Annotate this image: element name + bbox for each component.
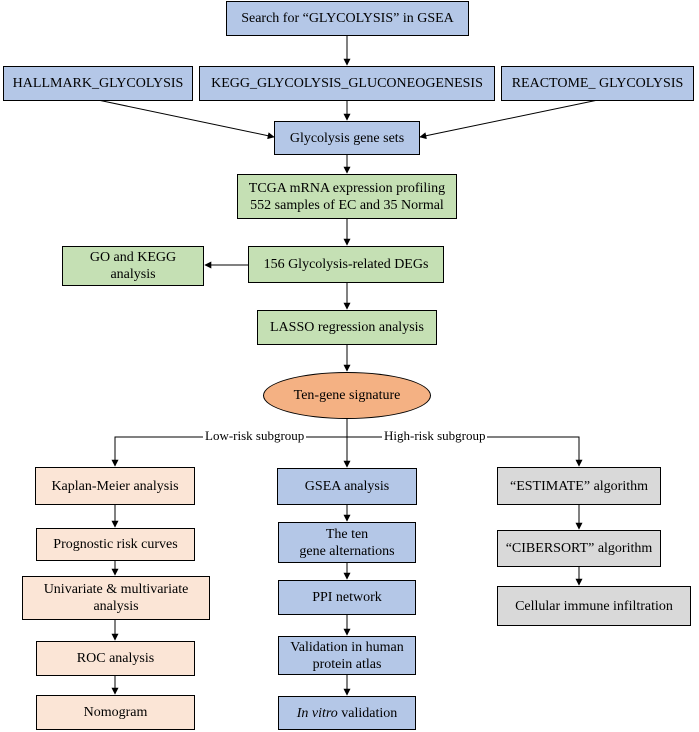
nomo-node: Nomogram <box>36 695 195 730</box>
ppi-node-label: PPI network <box>312 590 382 605</box>
genesets-node: Glycolysis gene sets <box>274 121 420 155</box>
kegg-node-label: KEGG_GLYCOLYSIS_GLUCONEOGENESIS <box>211 76 483 91</box>
prog-node-label: Prognostic risk curves <box>53 537 178 552</box>
invitro-italic: In vitro <box>296 705 338 721</box>
lasso-node-label: LASSO regression analysis <box>270 320 424 335</box>
cibersort-node-label: “CIBERSORT” algorithm <box>505 541 653 556</box>
cibersort-node: “CIBERSORT” algorithm <box>497 530 661 567</box>
genesets-node-label: Glycolysis gene sets <box>289 130 405 146</box>
uni-node-line1: Univariate & multivariate <box>43 582 189 597</box>
high-risk-label: High-risk subgroup <box>382 428 488 444</box>
kegg-node: KEGG_GLYCOLYSIS_GLUCONEOGENESIS <box>199 66 495 101</box>
km-node: Kaplan-Meier analysis <box>35 467 195 505</box>
roc-node: ROC analysis <box>36 641 195 676</box>
invitro-rest: validation <box>337 705 398 721</box>
gokegg-node: GO and KEGG analysis <box>62 246 204 286</box>
tcga-node: TCGA mRNA expression profiling 552 sampl… <box>237 174 457 219</box>
search-node: Search for “GLYCOLYSIS” in GSEA <box>226 1 469 36</box>
tcga-node-line1: TCGA mRNA expression profiling <box>248 180 446 196</box>
arrow-reactome-to-genesets <box>419 99 599 140</box>
degs-node-label: 156 Glycolysis-related DEGs <box>263 257 429 272</box>
immune-node: Cellular immune infiltration <box>497 586 691 626</box>
uni-node: Univariate & multivariate analysis <box>22 576 210 620</box>
prog-node: Prognostic risk curves <box>36 528 195 561</box>
signature-node: Ten-gene signature <box>263 372 431 419</box>
ten-node-line1: The ten <box>325 526 369 542</box>
invitro-node: In vitro validation <box>278 696 416 730</box>
nomo-node-label: Nomogram <box>83 705 148 720</box>
gokegg-node-line2: analysis <box>110 267 156 282</box>
low-risk-label: Low-risk subgroup <box>203 428 307 444</box>
search-node-label: Search for “GLYCOLYSIS” in GSEA <box>241 11 454 26</box>
uni-node-line2: analysis <box>93 599 139 614</box>
arrow-hallmark-to-genesets <box>97 99 275 140</box>
tcga-node-line2: 552 samples of EC and 35 Normal <box>250 197 444 213</box>
ten-node-line2: gene alternations <box>299 543 395 559</box>
gsea-node-label: GSEA analysis <box>304 479 390 494</box>
reactome-node-label: REACTOME_ GLYCOLYSIS <box>511 76 684 91</box>
hallmark-node-label: HALLMARK_GLYCOLYSIS <box>12 76 184 91</box>
immune-node-label: Cellular immune infiltration <box>515 598 673 614</box>
invitro-node-label: In vitro validation <box>297 705 398 722</box>
estimate-node-label: “ESTIMATE” algorithm <box>509 478 649 494</box>
hallmark-node: HALLMARK_GLYCOLYSIS <box>3 66 193 101</box>
lasso-node: LASSO regression analysis <box>257 310 437 345</box>
hpa-node-line2: protein atlas <box>312 656 382 672</box>
gsea-node: GSEA analysis <box>277 468 417 505</box>
estimate-node: “ESTIMATE” algorithm <box>497 467 661 505</box>
hpa-node-line1: Validation in human <box>290 639 404 655</box>
signature-node-label: Ten-gene signature <box>293 388 401 403</box>
hpa-node: Validation in human protein atlas <box>278 636 416 675</box>
ppi-node: PPI network <box>278 580 416 615</box>
km-node-label: Kaplan-Meier analysis <box>51 478 179 494</box>
ten-node: The ten gene alternations <box>278 522 416 563</box>
roc-node-label: ROC analysis <box>76 651 155 666</box>
degs-node: 156 Glycolysis-related DEGs <box>248 246 444 283</box>
gokegg-node-line1: GO and KEGG <box>89 250 177 265</box>
reactome-node: REACTOME_ GLYCOLYSIS <box>501 66 694 101</box>
